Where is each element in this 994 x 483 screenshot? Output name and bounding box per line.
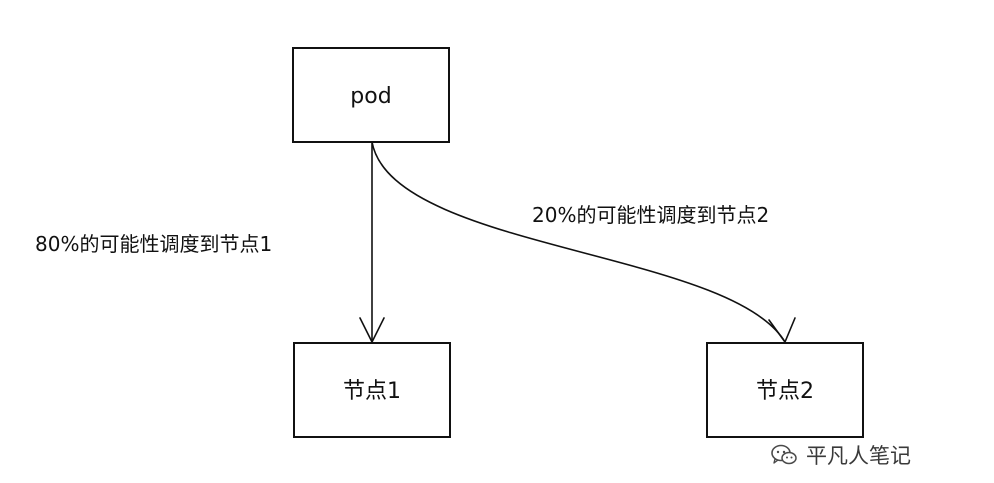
edge-pod-to-node2-arrowhead (768, 317, 796, 343)
edge-pod-to-node2: 20%的可能性调度到节点2 (371, 141, 796, 343)
edge-pod-to-node1-arrowhead (359, 317, 385, 343)
node-pod-box (292, 47, 450, 143)
node-node2-label: 节点2 (756, 379, 814, 404)
node-node1-box (293, 342, 451, 438)
node-node1-label: 节点1 (343, 379, 401, 404)
node-pod: pod (292, 47, 450, 143)
node-node2-box (706, 342, 864, 438)
node-pod-label: pod (350, 84, 391, 109)
edge-pod-to-node2-label: 20%的可能性调度到节点2 (532, 203, 769, 227)
node-node1: 节点1 (293, 342, 451, 438)
edge-pod-to-node1: 80%的可能性调度到节点1 (35, 142, 385, 343)
node-node2: 节点2 (706, 342, 864, 438)
edge-pod-to-node2-curve (371, 141, 786, 343)
watermark-text: 平凡人笔记 (806, 444, 911, 468)
wechat-icon (771, 444, 797, 465)
watermark: 平凡人笔记 (770, 440, 911, 470)
edge-pod-to-node1-label: 80%的可能性调度到节点1 (35, 232, 272, 256)
